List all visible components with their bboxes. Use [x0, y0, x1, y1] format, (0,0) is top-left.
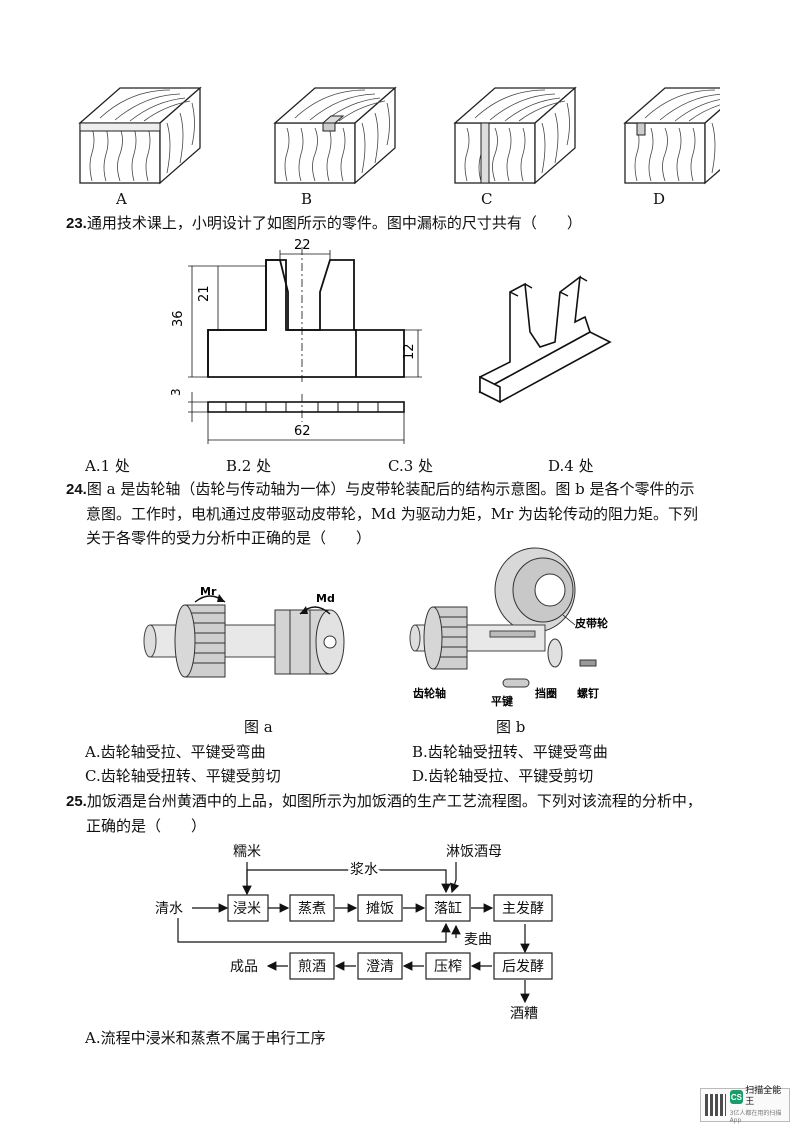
- fig-b-caption: 图 b: [496, 718, 526, 736]
- q24-figure-a: Mr Md: [143, 585, 345, 678]
- dim-62: 62: [294, 424, 311, 439]
- key-label: 平键: [491, 694, 514, 708]
- flow-jiuzao: 酒糟: [510, 1006, 538, 1022]
- wood-block-b: [274, 87, 396, 184]
- q24-option-d[interactable]: D.齿轮轴受拉、平键受剪切: [412, 767, 594, 785]
- q23-option-d[interactable]: D.4 处: [548, 457, 594, 475]
- box-tanfan: [357, 894, 403, 922]
- q23-question: 23.通用技术课上，小明设计了如图所示的零件。图中漏标的尺寸共有（ ）: [66, 212, 582, 235]
- flow-nuomi: 糯米: [233, 844, 261, 860]
- q25-line2: 正确的是（ ）: [86, 817, 207, 835]
- wood-blocks-figure: [79, 87, 720, 184]
- block-label-c: C: [481, 190, 493, 208]
- box-jianjiu: [289, 952, 335, 980]
- q23-part-drawing: 22 21 36 12 3 62: [170, 238, 612, 444]
- flow-houfajiao: 后发酵: [502, 959, 544, 975]
- q25-number: 25.: [66, 793, 87, 810]
- q25-flowchart: 清水 糯米 浸米 蒸煮 摊饭 落缸 主发酵 浆水 淋饭酒母 麦曲 后发酵 压榨 …: [155, 844, 553, 1022]
- q24-option-c[interactable]: C.齿轮轴受扭转、平键受剪切: [85, 767, 281, 785]
- flow-jianjiu: 煎酒: [298, 959, 326, 975]
- screw-label: 螺钉: [577, 686, 599, 700]
- pulley-label: 皮带轮: [574, 616, 608, 630]
- wood-block-d: [624, 87, 720, 184]
- box-houfajiao: [493, 952, 553, 980]
- flow-luogang: 落缸: [434, 900, 462, 917]
- badge-sub: 3亿人都在用的扫描App: [729, 1110, 782, 1124]
- flow-qingshui: 清水: [155, 901, 183, 917]
- q23-number: 23.: [66, 215, 87, 232]
- box-jinmi: [227, 894, 269, 922]
- cs-logo-icon: CS: [729, 1090, 744, 1104]
- q24-line2: 意图。工作时，电机通过皮带驱动皮带轮，Md 为驱动力矩，Mr 为齿轮传动的阻力矩…: [86, 505, 699, 523]
- flow-jiangshui: 浆水: [350, 862, 378, 878]
- q25-line1: 加饭酒是台州黄酒中的上品，如图所示为加饭酒的生产工艺流程图。下列对该流程的分析中…: [86, 792, 702, 810]
- block-label-a: A: [116, 190, 127, 208]
- box-yazha: [425, 952, 471, 980]
- flow-zhengzhu: 蒸煮: [298, 901, 326, 917]
- flow-tanfan: 摊饭: [366, 901, 394, 917]
- washer-label: 挡圈: [535, 686, 557, 700]
- wood-block-a: [79, 87, 201, 184]
- flow-yazha: 压榨: [434, 958, 462, 975]
- box-zhengzhu: [289, 894, 335, 922]
- flow-chengqing: 澄清: [366, 959, 394, 975]
- flow-zhufajiao: 主发酵: [502, 901, 544, 917]
- dim-3: 3: [170, 388, 183, 396]
- box-zhufajiao: [493, 894, 553, 922]
- q23-option-b[interactable]: B.2 处: [226, 457, 272, 475]
- qr-code-icon: [705, 1094, 726, 1116]
- q25-option-a[interactable]: A.流程中浸米和蒸煮不属于串行工序: [85, 1029, 326, 1047]
- q24-option-a[interactable]: A.齿轮轴受拉、平键受弯曲: [85, 743, 266, 761]
- q25-question: 25.加饭酒是台州黄酒中的上品，如图所示为加饭酒的生产工艺流程图。下列对该流程的…: [66, 790, 766, 837]
- q24-number: 24.: [66, 481, 87, 498]
- md-label: Md: [316, 592, 335, 605]
- q24-question: 24.图 a 是齿轮轴（齿轮与传动轴为一体）与皮带轮装配后的结构示意图。图 b …: [66, 478, 756, 549]
- block-label-d: D: [653, 190, 666, 208]
- q24-option-b[interactable]: B.齿轮轴受扭转、平键受弯曲: [412, 743, 608, 761]
- fig-a-caption: 图 a: [244, 718, 273, 736]
- box-luogang: [425, 894, 471, 922]
- mr-label: Mr: [200, 585, 217, 598]
- q24-figure-b: 皮带轮 齿轮轴 平键 挡圈 螺钉: [409, 547, 608, 708]
- badge-title: 扫描全能王: [745, 1086, 782, 1107]
- flow-jinmi: 浸米: [233, 901, 261, 917]
- flow-chengpin: 成品: [230, 959, 258, 975]
- block-label-b: B: [301, 190, 313, 208]
- q23-option-a[interactable]: A.1 处: [85, 457, 130, 475]
- flow-linfan: 淋饭酒母: [446, 844, 502, 860]
- q23-text: 通用技术课上，小明设计了如图所示的零件。图中漏标的尺寸共有（ ）: [86, 214, 582, 232]
- flow-maiqu: 麦曲: [464, 932, 492, 948]
- gear-shaft-label: 齿轮轴: [413, 686, 446, 700]
- dim-36: 36: [171, 310, 186, 327]
- q23-isometric-view: [478, 275, 612, 404]
- q24-line3: 关于各零件的受力分析中正确的是（ ）: [86, 529, 372, 547]
- q23-option-c[interactable]: C.3 处: [388, 457, 434, 475]
- dim-21: 21: [197, 285, 212, 302]
- q24-line1: 图 a 是齿轮轴（齿轮与传动轴为一体）与皮带轮装配后的结构示意图。图 b 是各个…: [86, 480, 695, 498]
- dim-22: 22: [294, 238, 311, 253]
- wood-block-c: [454, 87, 576, 184]
- scanner-watermark: CS 扫描全能王 3亿人都在用的扫描App: [700, 1086, 790, 1124]
- dim-12: 12: [402, 343, 417, 360]
- box-chengqing: [357, 952, 403, 980]
